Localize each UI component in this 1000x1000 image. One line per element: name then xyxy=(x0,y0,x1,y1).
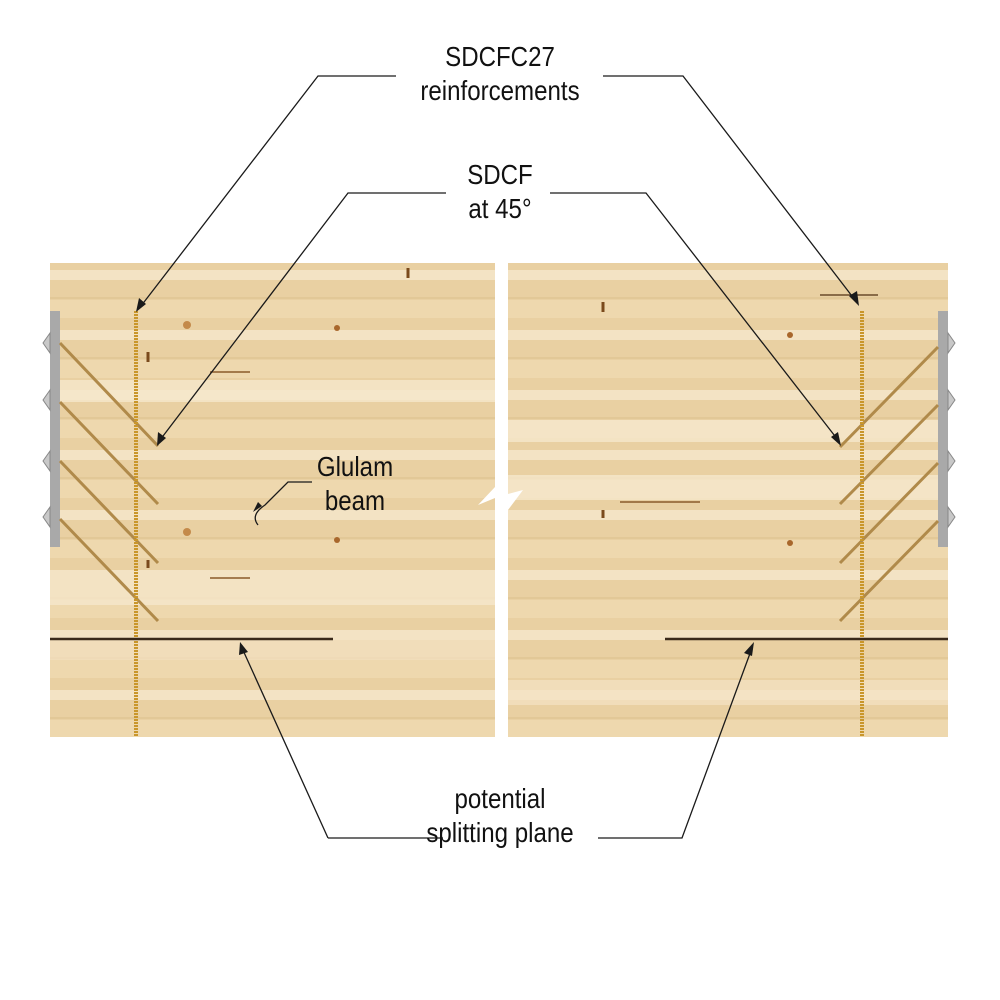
glulam-beam-right xyxy=(508,263,956,737)
sdcf-screws-left xyxy=(58,341,160,623)
label-line: splitting plane xyxy=(426,817,574,848)
label-line: Glulam xyxy=(316,451,394,482)
arrowheads xyxy=(136,291,859,656)
label-line: potential xyxy=(454,783,546,814)
label-line: SDCFC27 xyxy=(445,41,555,72)
hanger-plate-left xyxy=(50,311,60,547)
label-glulam-beam: Glulam beam xyxy=(308,450,403,518)
label-sdcf-45: SDCF at 45° xyxy=(431,158,569,226)
break-line xyxy=(478,263,523,737)
leader-lines xyxy=(140,75,856,839)
glulam-beam-left xyxy=(42,263,495,737)
label-line: SDCF xyxy=(467,159,533,190)
label-line: reinforcements xyxy=(420,75,580,106)
label-potential-splitting-plane: potential splitting plane xyxy=(405,782,594,850)
sdcf-screws-right xyxy=(838,345,940,623)
label-line: beam xyxy=(324,485,386,516)
label-sdcfc27-reinforcements: SDCFC27 reinforcements xyxy=(397,40,603,108)
label-line: at 45° xyxy=(468,193,532,224)
hanger-plate-right xyxy=(938,311,948,547)
